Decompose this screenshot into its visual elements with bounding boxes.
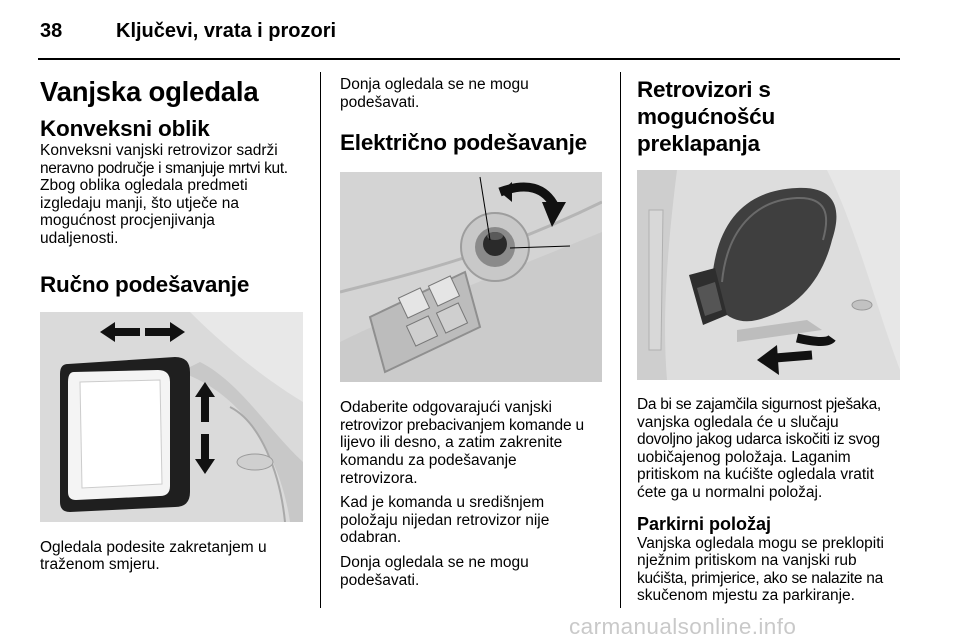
text-line: nježnim pritiskom na vanjski rub	[637, 552, 857, 570]
text-line: komandu za podešavanje	[340, 451, 517, 469]
text-line: vanjska ogledala će u slučaju	[637, 413, 839, 431]
text-line: Kad je komanda u središnjem	[340, 494, 545, 512]
text-line: kućišta, primjerice, ako se nalazite na	[637, 569, 883, 587]
text-line: Donja ogledala se ne mogu	[340, 76, 529, 93]
text-line: lijevo ili desno, a zatim zakrenite	[340, 434, 563, 452]
heading-line: Retrovizori s mogućnošću	[637, 77, 776, 129]
no-adjust-note: Donja ogledala se ne mogu podešavati.	[340, 76, 612, 111]
manual-caption: Ogledala podesite zakretanjem u traženom…	[40, 539, 312, 574]
parking-heading: Parkirni položaj	[637, 513, 772, 534]
heading-line: preklapanja	[637, 131, 760, 156]
text-line: Ogledala podesite zakretanjem u	[40, 538, 267, 556]
column-1: Vanjska ogledala Konveksni oblik Konveks…	[40, 72, 312, 574]
manual-mirror-figure	[40, 311, 303, 522]
folding-mirror-figure	[637, 170, 900, 380]
text-line: neravno područje i smanjuje mrtvi kut.	[40, 159, 288, 177]
text-line: izgledaju manji, što utječe na	[40, 194, 240, 212]
electric-paragraph-3: Donja ogledala se ne mogu podešavati.	[340, 554, 612, 589]
text-line: traženom smjeru.	[40, 556, 160, 574]
text-line: skučenom mjestu za parkiranje.	[637, 587, 855, 605]
text-line: mogućnost procjenjivanja	[40, 212, 215, 230]
column-3: Retrovizori s mogućnošću preklapanja Da …	[637, 72, 903, 605]
electric-switch-figure	[340, 172, 602, 383]
manual-heading: Ručno podešavanje	[40, 271, 250, 297]
convex-paragraph: Konveksni vanjski retrovizor sadrži nera…	[40, 142, 312, 248]
section-title: Vanjska ogledala	[40, 76, 259, 107]
column-divider-2	[620, 72, 621, 608]
text-line: ćete ga u normalni položaj.	[637, 483, 823, 501]
text-line: Odaberite odgovarajući vanjski	[340, 399, 552, 417]
text-line: uobičajenog položaja. Laganim	[637, 448, 851, 466]
parking-paragraph: Vanjska ogledala mogu se preklopiti njež…	[637, 535, 903, 605]
column-2: Donja ogledala se ne mogu podešavati. El…	[340, 72, 612, 589]
text-line: Donja ogledala se ne mogu	[340, 553, 529, 571]
text-line: Da bi se zajamčila sigurnost pješaka,	[637, 396, 881, 413]
page-number: 38	[40, 20, 63, 42]
folding-paragraph: Da bi se zajamčila sigurnost pješaka, va…	[637, 396, 903, 502]
text-line: položaju nijedan retrovizor nije	[340, 511, 550, 529]
electric-paragraph-2: Kad je komanda u središnjem položaju nij…	[340, 494, 612, 547]
watermark: carmanualsonline.info	[569, 614, 797, 639]
electric-heading: Električno podešavanje	[340, 130, 587, 156]
column-divider-1	[320, 72, 321, 608]
text-line: retrovizora.	[340, 469, 418, 487]
text-line: odabran.	[340, 529, 402, 547]
header-rule	[38, 58, 900, 60]
text-line: Konveksni vanjski retrovizor sadrži	[40, 142, 278, 159]
text-line: pritiskom na kućište ogledala vratit	[637, 466, 874, 484]
convex-heading: Konveksni oblik	[40, 116, 210, 141]
text-line: retrovizor prebacivanjem komande u	[340, 416, 584, 434]
text-line: udaljenosti.	[40, 229, 119, 247]
text-line: Zbog oblika ogledala predmeti	[40, 177, 248, 195]
electric-paragraph-1: Odaberite odgovarajući vanjski retrovizo…	[340, 399, 612, 487]
text-line: podešavati.	[340, 571, 420, 589]
text-line: Vanjska ogledala mogu se preklopiti	[637, 534, 885, 552]
text-line: podešavati.	[340, 93, 420, 111]
folding-heading: Retrovizori s mogućnošću preklapanja	[637, 76, 903, 157]
text-line: dovoljno jakog udarca iskočiti iz svog	[637, 431, 880, 449]
running-title: Ključevi, vrata i prozori	[116, 20, 337, 42]
